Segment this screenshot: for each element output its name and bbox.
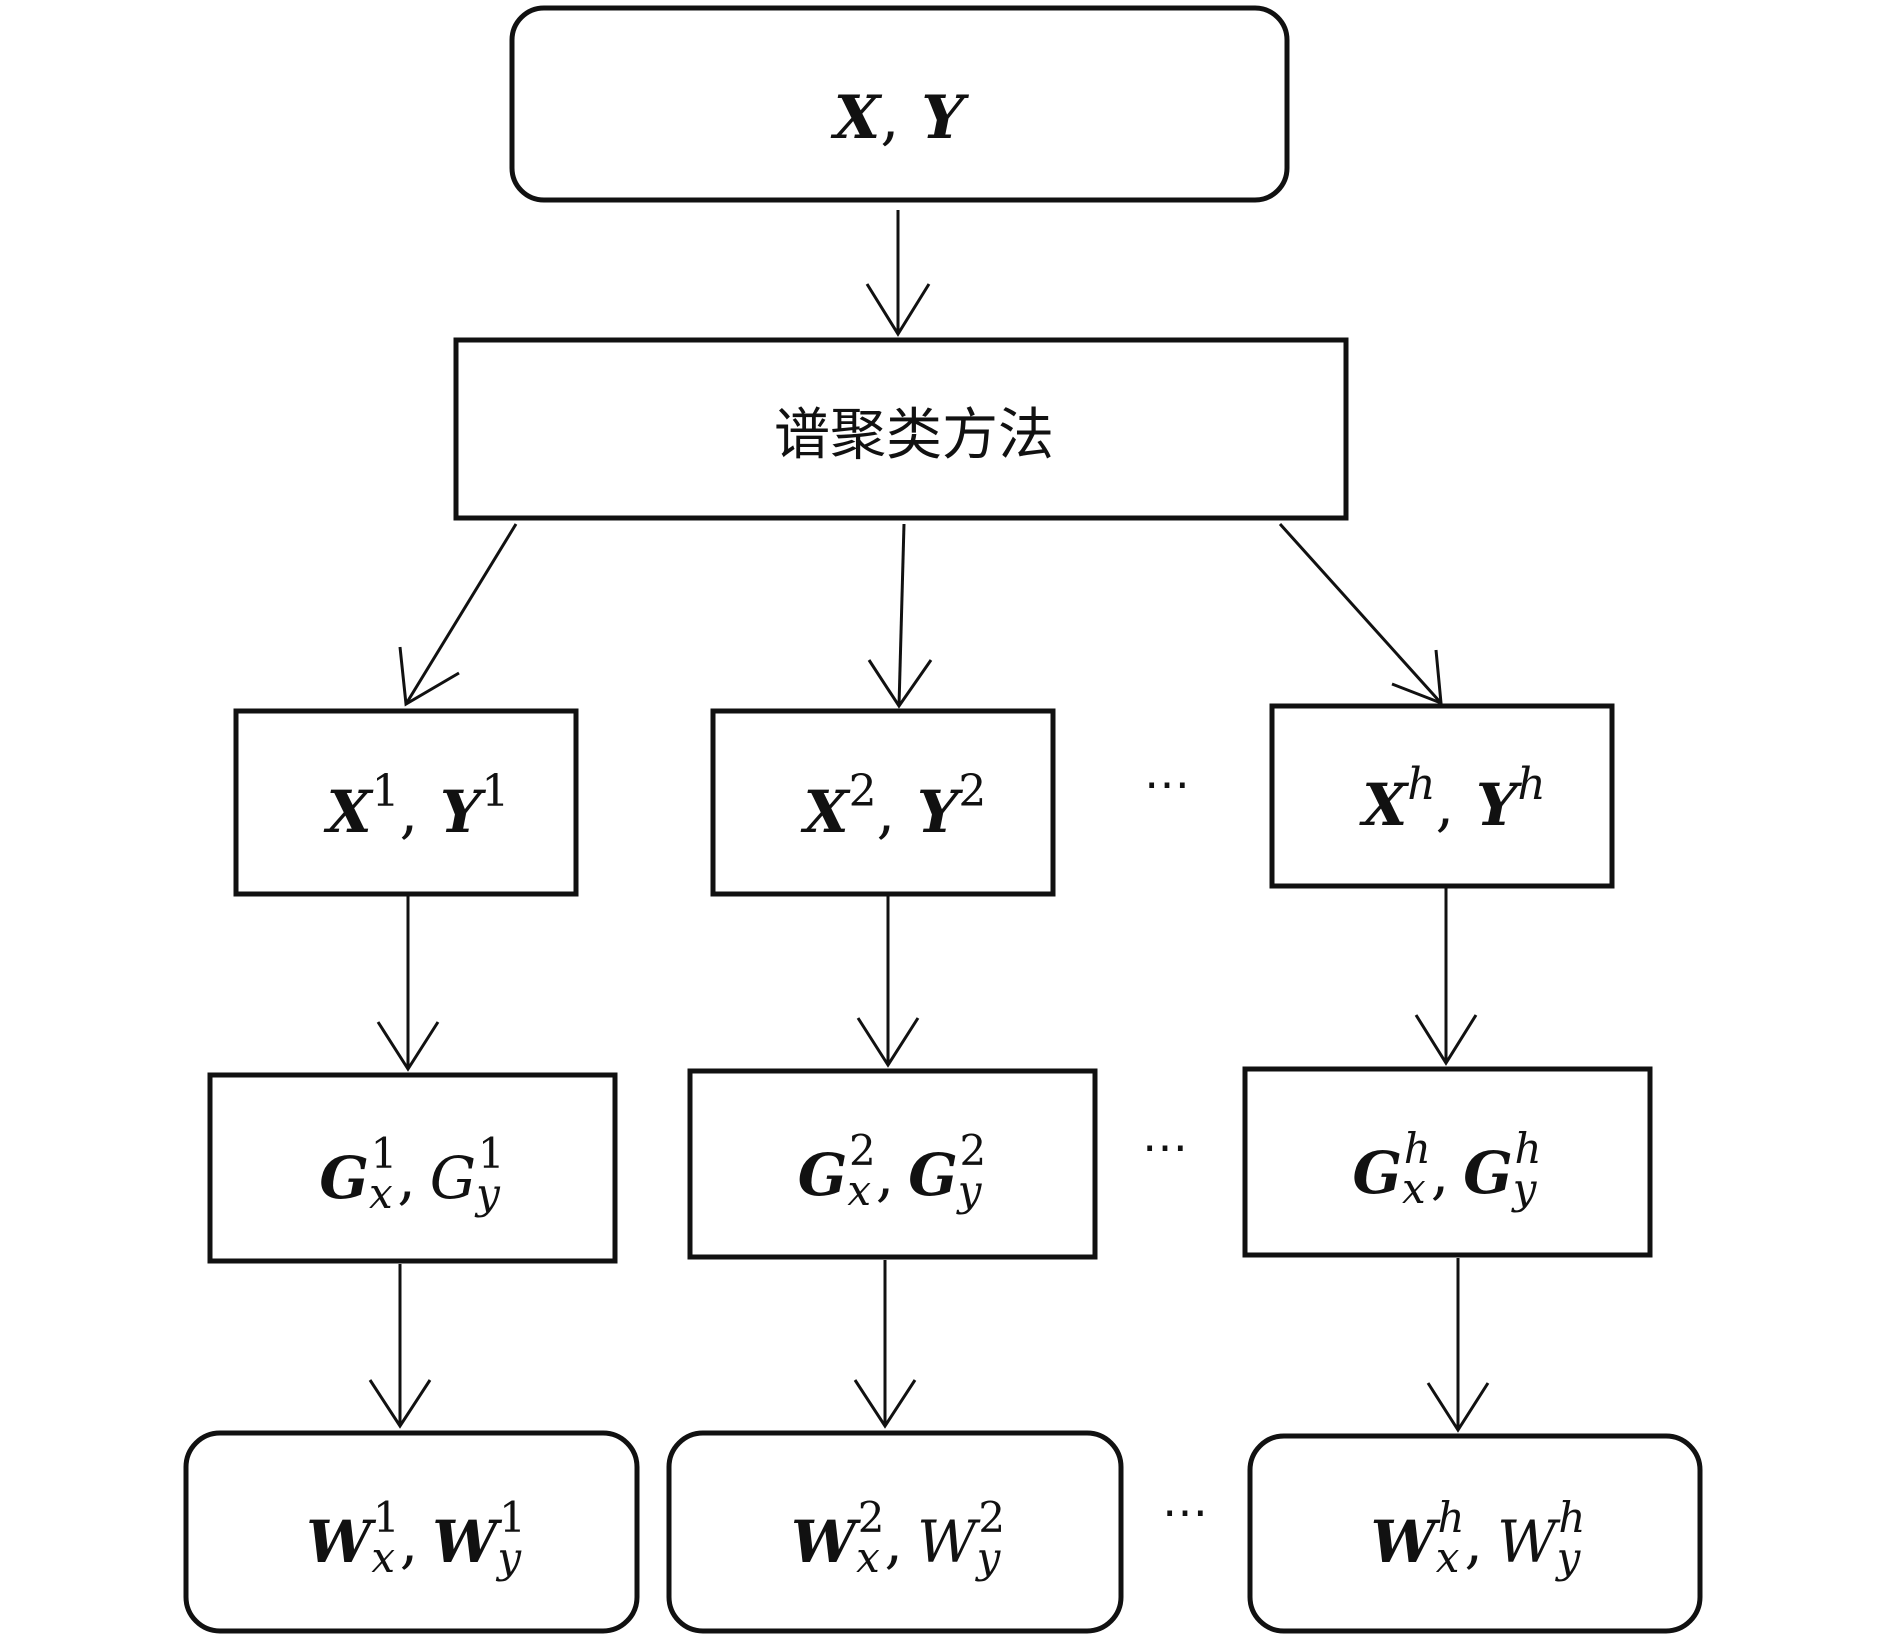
cluster-1-data-label: X1,Y1 (323, 766, 510, 846)
arrow-cluster-2-data-to-g (856, 896, 920, 1068)
cluster-h-data-box (1269, 703, 1615, 889)
arrow-input-to-method (865, 210, 931, 337)
cluster-2-w-label: Wx2,Wy2 (791, 1493, 1005, 1582)
input-label: X, Y (830, 83, 970, 153)
cluster-h-data-label: Xh,Yh (1358, 759, 1546, 839)
cluster-h-w-label: Wxh,Wyh (1371, 1493, 1586, 1582)
arrow-method-to-cluster-1 (398, 523, 518, 707)
arrow-cluster-2-g-to-w (853, 1260, 917, 1429)
input-x: X (830, 83, 883, 153)
input-sep: , (880, 83, 899, 153)
cluster-2-g-box (687, 1068, 1098, 1260)
input-box (509, 5, 1290, 203)
ellipsis-w-row: ⋯ (1162, 1485, 1208, 1539)
arrow-cluster-1-g-to-w (368, 1264, 432, 1429)
cluster-1-g-label: Gx1,Gy1 (319, 1129, 504, 1218)
method-box (453, 337, 1349, 521)
arrow-cluster-h-g-to-w (1426, 1258, 1490, 1433)
cluster-h-g-box (1242, 1066, 1653, 1258)
cluster-2-w-box (666, 1430, 1124, 1634)
cluster-1-w-label: Wx1,Wy1 (306, 1493, 526, 1582)
ellipsis-data-row: ⋯ (1144, 757, 1190, 811)
arrow-cluster-1-data-to-g (376, 896, 440, 1072)
arrow-cluster-h-data-to-g (1414, 888, 1478, 1066)
ellipsis-g-row: ⋯ (1142, 1120, 1188, 1174)
cluster-1-data-box (233, 708, 579, 897)
cluster-2-g-label: Gx2,Gy2 (798, 1126, 986, 1215)
cluster-h-g-label: Gxh,Gyh (1352, 1124, 1541, 1213)
method-label: 谱聚类方法 (774, 403, 1054, 468)
arrow-method-to-cluster-h (1278, 522, 1443, 706)
boxes (183, 5, 1703, 1634)
cluster-1-w-box (183, 1430, 640, 1634)
cluster-h-w-box (1247, 1433, 1703, 1634)
arrows (368, 210, 1490, 1433)
cluster-1-g-box (207, 1072, 618, 1264)
arrow-method-to-cluster-2 (867, 523, 933, 709)
cluster-2-data-box (710, 708, 1056, 897)
input-y: Y (921, 83, 969, 153)
cluster-2-data-label: X2,Y2 (800, 766, 987, 846)
